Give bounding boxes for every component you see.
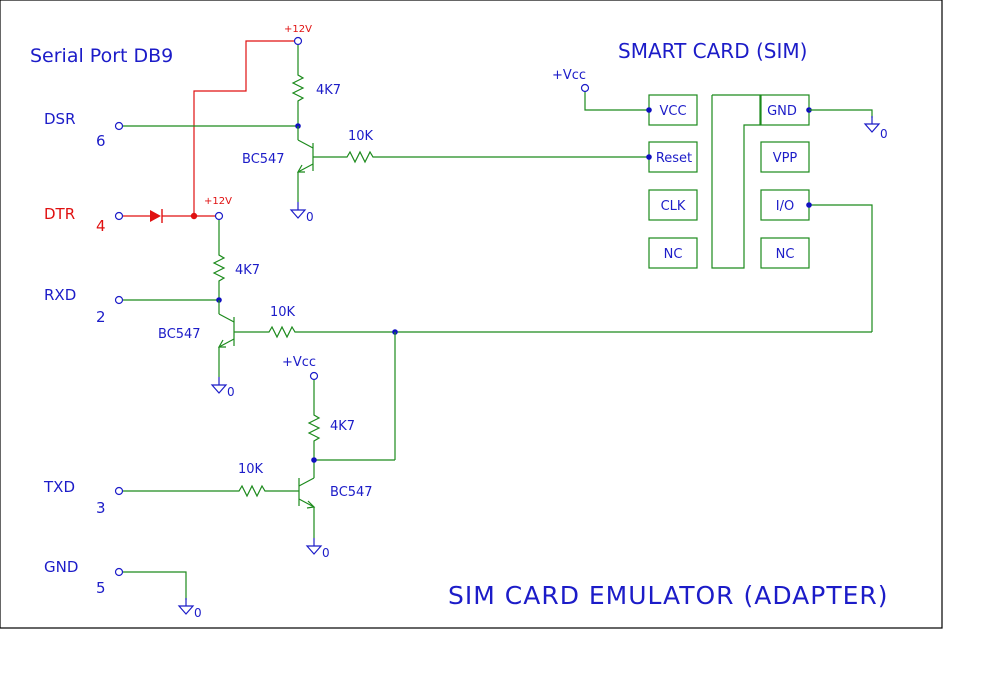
io-return-wire <box>810 204 873 332</box>
transistor-mid-label: BC547 <box>158 327 201 342</box>
resistor-10k-bottom <box>235 485 269 497</box>
contact-io-label: I/O <box>776 199 794 214</box>
contact-vcc-label: VCC <box>659 104 686 119</box>
serial-port-heading: Serial Port DB9 <box>30 45 173 67</box>
card-gnd-wire <box>809 109 873 118</box>
resistor-10k-top <box>343 151 377 163</box>
card-chip-outline <box>711 94 761 269</box>
pin-gnd-label: GND <box>44 558 78 576</box>
resistor-4k7-mid <box>213 251 225 285</box>
transistor-mid <box>217 300 266 377</box>
resistor-10k-mid <box>265 326 299 338</box>
pin-gnd: GND 5 <box>44 558 124 597</box>
ground-top <box>290 201 306 219</box>
transistor-top <box>296 126 344 202</box>
contact-vpp-label: VPP <box>773 151 798 166</box>
ground-mid <box>211 376 227 394</box>
pin-dtr: DTR 4 <box>44 205 124 235</box>
ground-card <box>864 115 880 133</box>
pin-txd-terminal <box>114 486 124 496</box>
contact-nc-right <box>760 237 810 269</box>
ground-card-label: 0 <box>880 127 888 141</box>
dtr-diode <box>123 209 216 223</box>
transistor-top-label: BC547 <box>242 152 285 167</box>
pin-dsr-label: DSR <box>44 110 76 128</box>
pin-txd-number: 3 <box>96 499 106 517</box>
contact-nc-left <box>648 237 698 269</box>
resistor-4k7-mid-label: 4K7 <box>235 263 260 278</box>
contact-nc-left-label: NC <box>664 247 683 262</box>
contact-vpp <box>760 141 810 173</box>
resistor-4k7-top <box>292 71 304 105</box>
resistor-4k7-bottom-label: 4K7 <box>330 419 355 434</box>
pin-dsr-terminal <box>114 121 124 131</box>
pin-gnd-number: 5 <box>96 579 106 597</box>
pin-dtr-label: DTR <box>44 205 75 223</box>
contact-clk <box>648 189 698 221</box>
pin-rxd-terminal <box>114 295 124 305</box>
supply-12v-mid-label: +12V <box>204 196 232 207</box>
contact-clk-label: CLK <box>661 199 686 214</box>
supply-12v-mid: +12V <box>204 196 232 221</box>
pin-dsr-number: 6 <box>96 132 106 150</box>
gnd-wire <box>123 571 187 600</box>
card-vcc-wire <box>584 92 649 111</box>
page-title: SIM CARD EMULATOR (ADAPTER) <box>448 581 889 610</box>
pin-rxd-number: 2 <box>96 308 106 326</box>
supply-12v-top-label: +12V <box>284 24 312 35</box>
ground-mid-label: 0 <box>227 385 235 399</box>
resistor-4k7-bottom <box>308 411 320 445</box>
transistor-bottom-label: BC547 <box>330 485 373 500</box>
pin-dtr-terminal <box>114 211 124 221</box>
pin-gnd-terminal <box>114 567 124 577</box>
card-supply-label: +Vcc <box>552 68 586 83</box>
supply-12v-top: +12V <box>284 24 312 46</box>
pin-dsr: DSR 6 <box>44 110 124 150</box>
pin-txd-label: TXD <box>43 478 75 496</box>
pin-txd: TXD 3 <box>43 478 124 517</box>
resistor-10k-mid-label: 10K <box>270 305 296 320</box>
supply-vcc-bottom-label: +Vcc <box>282 355 316 370</box>
smart-card-heading: SMART CARD (SIM) <box>618 39 807 63</box>
transistor-bottom <box>268 477 316 538</box>
ground-top-label: 0 <box>306 210 314 224</box>
dtr-supply-wire <box>193 40 294 216</box>
ground-bottom-label: 0 <box>322 546 330 560</box>
smart-card: +Vcc VCC Reset CLK NC GND VPP I/O NC 0 <box>552 68 888 269</box>
resistor-10k-bottom-label: 10K <box>238 462 264 477</box>
resistor-10k-top-label: 10K <box>348 129 374 144</box>
pin-rxd-label: RXD <box>44 286 76 304</box>
ground-db9 <box>178 597 194 615</box>
ground-bottom <box>306 537 322 555</box>
pin-rxd: RXD 2 <box>44 286 124 326</box>
ground-db9-label: 0 <box>194 606 202 620</box>
contact-nc-right-label: NC <box>776 247 795 262</box>
resistor-4k7-top-label: 4K7 <box>316 83 341 98</box>
supply-vcc-bottom: +Vcc <box>282 355 319 381</box>
pin-dtr-number: 4 <box>96 217 106 235</box>
drawing-frame <box>0 0 943 629</box>
contact-gnd-label: GND <box>767 104 797 119</box>
contact-reset-label: Reset <box>656 151 692 166</box>
